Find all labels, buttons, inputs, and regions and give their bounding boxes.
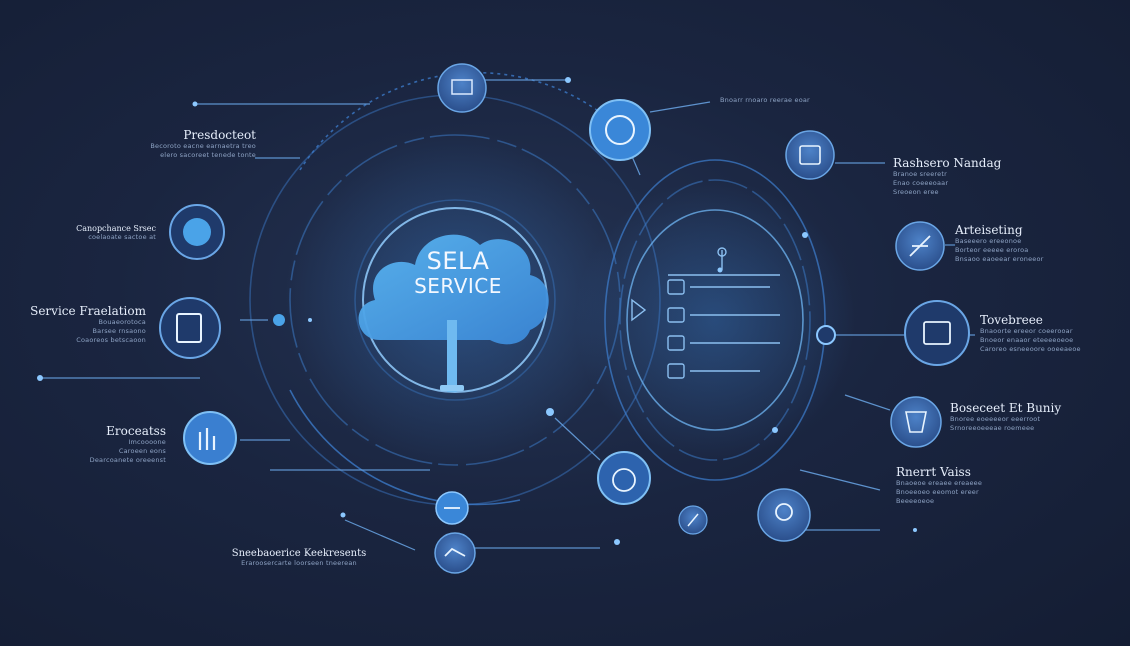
label-line: Beeeeoeoe: [896, 497, 1036, 506]
label-title: Rashsero Nandag: [893, 156, 1023, 170]
refresh-icon: [183, 218, 211, 246]
node-left-2[interactable]: [160, 298, 220, 358]
label-line: coelaoate sactoe at: [40, 233, 156, 242]
label-title: Presdocteot: [120, 128, 256, 142]
label-line: Bnoree eoeeeeor eeerroot: [950, 415, 1090, 424]
label-line: Imcoooone: [60, 438, 166, 447]
label-line: Bnaoeoe ereaee ereaeee: [896, 479, 1036, 488]
label-title: Service Fraelatiom: [10, 304, 146, 318]
node-right-1[interactable]: [896, 222, 944, 270]
label-title: Rnerrt Vaiss: [896, 465, 1036, 479]
label-line: Bnoarr rnoaro reerae eoar: [720, 96, 840, 105]
label-right-3: Tovebreee Bnaoorte ereeor coeerooar Bnoe…: [980, 313, 1120, 354]
label-line: Caroreo esneeoore ooeeaeoe: [980, 345, 1120, 354]
label-line: Srnoreeoeeeae roemeee: [950, 424, 1090, 433]
node-right-3[interactable]: [891, 397, 941, 447]
node-left-1[interactable]: [170, 205, 224, 259]
node-bottom-right[interactable]: [758, 489, 810, 541]
label-right-4: Boseceet Et Buniy Bnoree eoeeeeor eeerro…: [950, 401, 1090, 433]
label-right-1: Rashsero Nandag Branoe sreeretr Enao coe…: [893, 156, 1023, 197]
label-title: Sneebaoerice Keekresents: [214, 548, 384, 559]
node-bottom-small[interactable]: [679, 506, 707, 534]
center-subtitle: SERVICE: [388, 274, 528, 298]
node-bottom-apple[interactable]: [598, 452, 650, 504]
center-label: SELA SERVICE: [388, 248, 528, 298]
node-euro[interactable]: [590, 100, 650, 160]
label-line: Barsee rnsaono: [10, 327, 146, 336]
node-right-2[interactable]: [905, 301, 969, 365]
label-line: Baseeero ereeonoe: [955, 237, 1085, 246]
label-right-2: Arteiseting Baseeero ereeonoe Borteor ee…: [955, 223, 1085, 264]
label-line: Coaoreos betscaoon: [10, 336, 146, 345]
label-title: Arteiseting: [955, 223, 1085, 237]
label-line: Becoroto eacne earnaetra treo: [120, 142, 256, 151]
node-bottom-center[interactable]: [436, 492, 468, 524]
label-low-left: Eroceatss Imcoooone Caroeen eons Dearcoa…: [60, 424, 166, 465]
label-title: Tovebreee: [980, 313, 1120, 327]
label-line: Borteor eeeee eroroa: [955, 246, 1085, 255]
label-title: Eroceatss: [60, 424, 166, 438]
label-line: Bouaeorotoca: [10, 318, 146, 327]
label-bottom: Sneebaoerice Keekresents Eraroosercarte …: [214, 548, 384, 568]
label-mid-left-1: Canopchance Srsec coelaoate sactoe at: [40, 224, 156, 242]
label-line: Dearcoanete oreeenst: [60, 456, 166, 465]
label-line: Bnsaoo eaoeear eroneeor: [955, 255, 1085, 264]
label-line: Bnaoorte ereeor coeerooar: [980, 327, 1120, 336]
node-left-3[interactable]: [184, 412, 236, 464]
node-calendar[interactable]: [786, 131, 834, 179]
label-right-5: Rnerrt Vaiss Bnaoeoe ereaee ereaeee Bnoe…: [896, 465, 1036, 506]
label-title: Boseceet Et Buniy: [950, 401, 1090, 415]
node-bottom-handshake[interactable]: [435, 533, 475, 573]
center-title: SELA: [388, 248, 528, 274]
label-line: Branoe sreeretr: [893, 170, 1023, 179]
label-top-mid: Bnoarr rnoaro reerae eoar: [720, 96, 840, 105]
label-line: Enao coeeeoaar: [893, 179, 1023, 188]
label-line: Caroeen eons: [60, 447, 166, 456]
label-mid-left-2: Service Fraelatiom Bouaeorotoca Barsee r…: [10, 304, 146, 345]
label-line: Eraroosercarte loorseen tneerean: [214, 559, 384, 568]
label-line: Sreoeon eree: [893, 188, 1023, 197]
label-line: elero sacoreet tenede tonte: [120, 151, 256, 160]
node-right-small[interactable]: [817, 326, 835, 344]
label-line: Bnoeeoeo eeomot ereer: [896, 488, 1036, 497]
label-line: Bnoeor enaaor eteeeeoeoe: [980, 336, 1120, 345]
label-top-left: Presdocteot Becoroto eacne earnaetra tre…: [120, 128, 256, 160]
node-top[interactable]: [438, 64, 486, 112]
right-glow: [575, 180, 855, 460]
label-title: Canopchance Srsec: [40, 224, 156, 233]
